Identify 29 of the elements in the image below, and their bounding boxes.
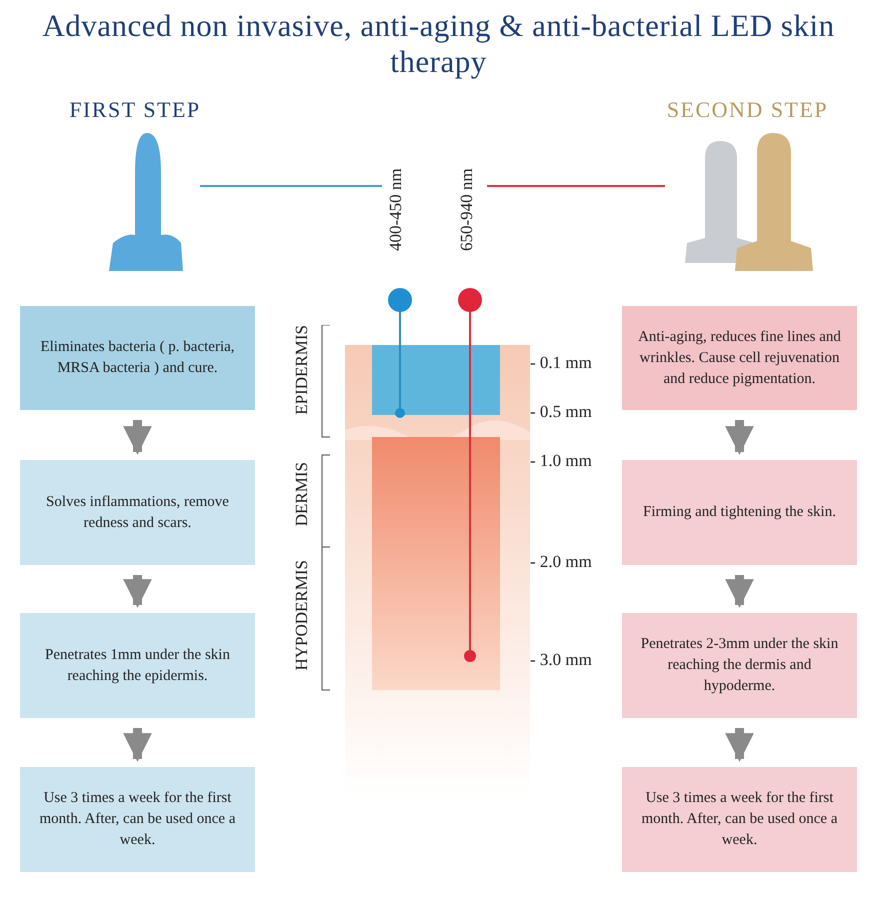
step-box: Penetrates 1mm under the skin reaching the epidermis. [20,613,255,718]
arrow [123,420,152,455]
step-box: Solves inflammations, remove redness and scars. [20,460,255,565]
step-box: Penetrates 2-3mm under the skin reaching the dermis and hypoderme. [622,613,857,718]
step-box: Use 3 times a week for the first month. After, can be used once a week. [20,767,255,872]
wavelength-label: 650-940 nm [457,150,477,270]
step-heading: SECOND STEP [666,97,830,123]
title: Advanced non invasive, anti-aging & anti-bacterial LED skin therapy [41,8,836,80]
wavelength-label: 400-450 nm [386,150,406,270]
depth-label: - 3.0 mm [530,650,592,670]
step-box: Anti-aging, reduces fine lines and wrinkles. Cause cell rejuvenation and reduce pigmentation. [622,306,857,410]
arrow [123,728,152,762]
depth-label: - 2.0 mm [530,552,592,572]
layer-label: HYPODERMIS [292,560,312,671]
light-beam-line [200,185,382,187]
light-beam-line [487,185,665,187]
arrow [123,575,152,608]
arrow [725,728,754,762]
step-box: Eliminates bacteria ( p. bacteria, MRSA bacteria ) and cure. [20,306,255,410]
depth-label: - 0.5 mm [530,402,592,422]
step-heading: FIRST STEP [68,97,202,123]
step-box: Firming and tightening the skin. [622,460,857,565]
depth-label: - 0.1 mm [530,353,592,373]
layer-label: DERMIS [292,462,312,526]
arrow [725,420,754,455]
depth-label: - 1.0 mm [530,451,592,471]
arrow [725,575,754,608]
layer-label: EPIDERMIS [292,325,312,415]
step-box: Use 3 times a week for the first month. After, can be used once a week. [622,767,857,872]
